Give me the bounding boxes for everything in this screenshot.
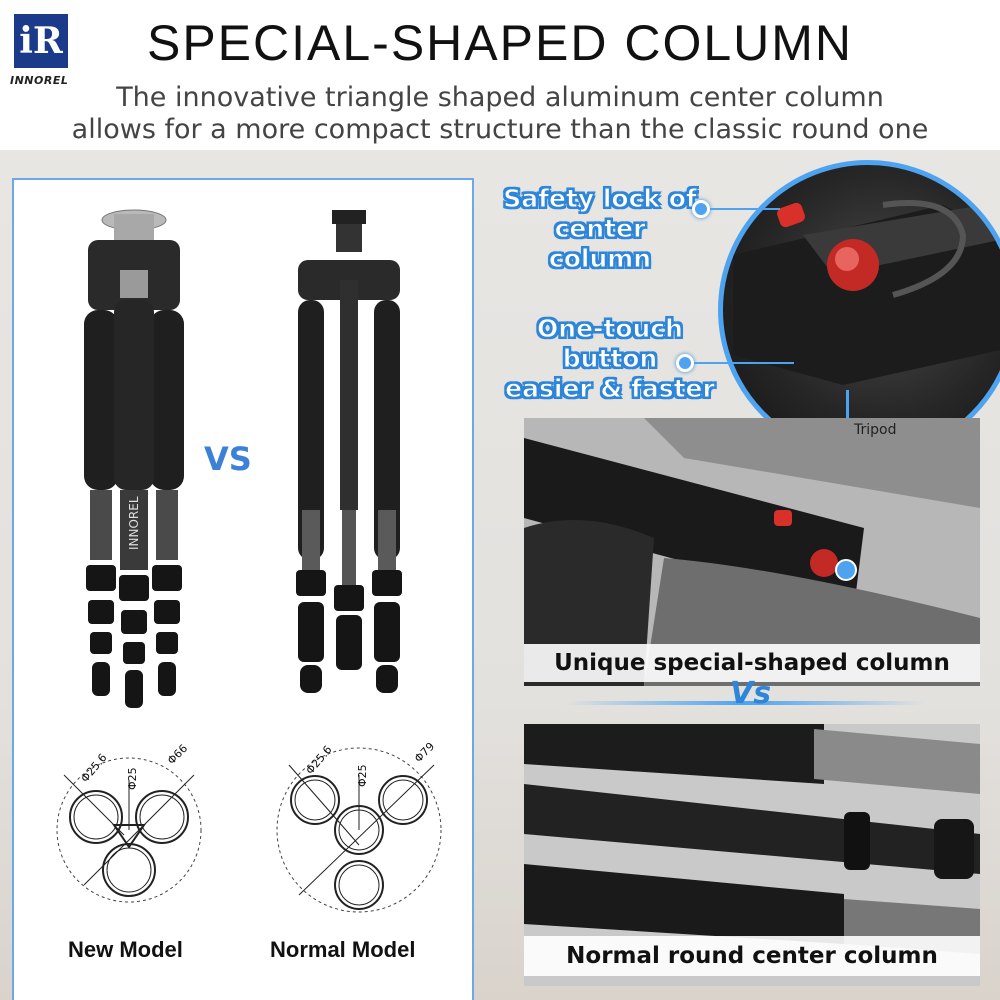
normal-model-tripod-image <box>296 210 402 693</box>
round-column-caption: Normal round center column <box>524 936 980 976</box>
header: iR INNOREL SPECIAL-SHAPED COLUMN The inn… <box>0 0 1000 150</box>
closeup-illustration <box>733 200 1000 385</box>
brand-wordmark: INNOREL <box>10 74 69 87</box>
brand-mark: iR <box>14 14 68 68</box>
vs-label-left: VS <box>204 440 252 478</box>
vs-label-right: Vs <box>730 676 772 711</box>
vs-divider-glow <box>565 701 925 705</box>
new-model-leg-dim: Φ25.6 <box>78 751 109 785</box>
callout-safety-line-2: center column <box>548 214 652 274</box>
normal-model-label: Normal Model <box>270 937 416 962</box>
callout-dot-button <box>676 354 694 372</box>
callout-line-button <box>694 362 794 364</box>
new-model-cross-section: Φ25.6 Φ25 Φ66 <box>56 742 202 903</box>
new-model-outer-dim: Φ66 <box>165 742 190 767</box>
round-column-photo: Normal round center column <box>524 724 980 986</box>
normal-model-cross-section: Φ25.6 Φ25 Φ79 <box>276 740 442 913</box>
callout-button-line-1: One-touch <box>537 314 684 344</box>
brand-logo: iR INNOREL <box>10 8 84 92</box>
new-model-label: New Model <box>68 937 183 962</box>
callout-button-line-3: easier & faster <box>505 374 716 404</box>
column-lock-closeup <box>718 160 1000 460</box>
callout-safety-line-1: Safety lock of <box>503 184 698 214</box>
new-model-tripod-print: INNOREL <box>127 496 141 550</box>
subtitle-line-2: allows for a more compact structure than… <box>71 114 929 145</box>
callout-dot-safety <box>692 200 710 218</box>
page-subtitle: The innovative triangle shaped aluminum … <box>0 82 1000 146</box>
special-photo-print: Tripod <box>853 422 896 438</box>
callout-line-safety <box>710 208 780 210</box>
normal-model-column-dim: Φ25 <box>356 764 369 787</box>
new-model-tripod-image: INNOREL <box>84 209 184 708</box>
new-model-column-dim: Φ25 <box>126 767 139 790</box>
special-shaped-column-photo: Tripod Unique special-shaped column <box>524 418 980 686</box>
callout-button-line-2: button <box>562 344 658 374</box>
special-column-caption: Unique special-shaped column <box>524 644 980 682</box>
callout-one-touch: One-touch button easier & faster <box>505 314 716 404</box>
callout-safety-lock: Safety lock of center column <box>500 184 700 274</box>
normal-model-outer-dim: Φ79 <box>412 740 437 765</box>
page-title: SPECIAL-SHAPED COLUMN <box>146 15 854 71</box>
comparison-panel: INNOREL VS <box>12 178 474 1000</box>
subtitle-line-1: The innovative triangle shaped aluminum … <box>116 82 884 113</box>
normal-model-leg-dim: Φ25.6 <box>303 743 334 777</box>
